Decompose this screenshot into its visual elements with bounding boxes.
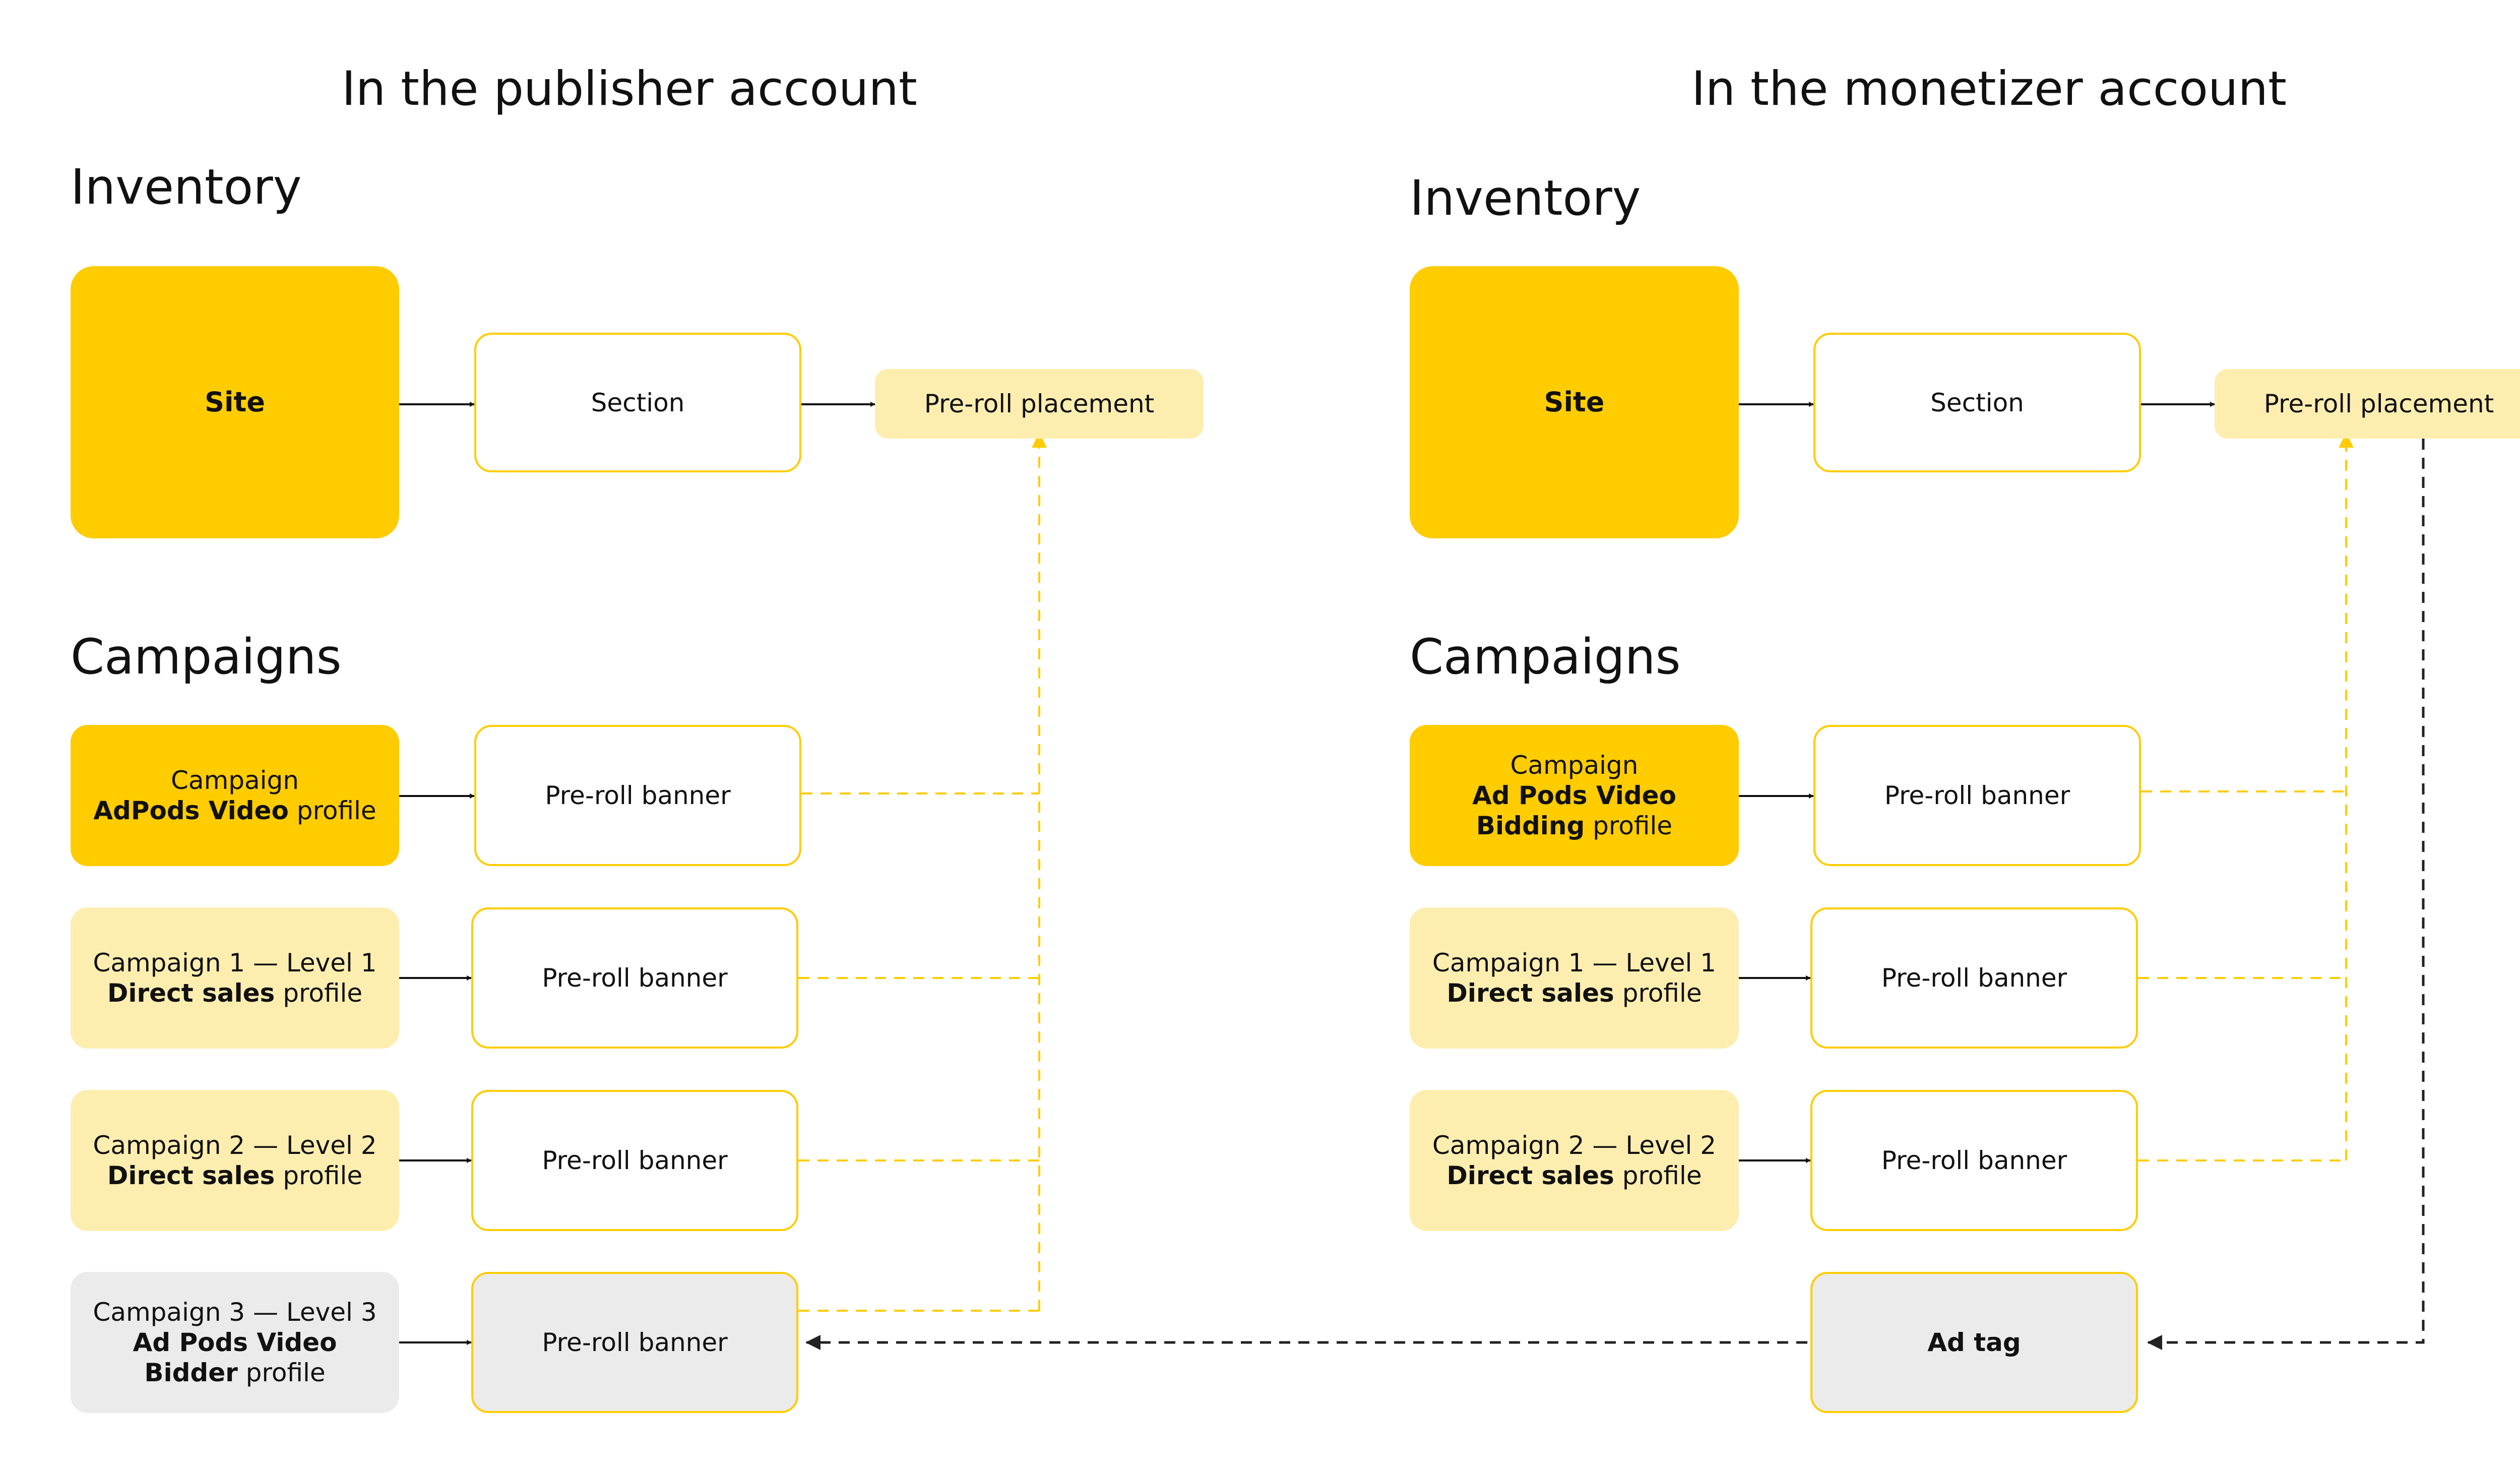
ad-tag-node: Ad tag	[1810, 1272, 2138, 1413]
campaign-node-right-0: Campaign Ad Pods Video Bidding profile	[1410, 725, 1739, 866]
banner-node-left-0: Pre-roll banner	[474, 725, 801, 866]
campaign-node-left-3: Campaign 3 — Level 3 Ad Pods Video Bidde…	[71, 1272, 399, 1413]
placement-node-left: Pre-roll placement	[875, 369, 1204, 439]
campaign-line: Campaign 3 — Level 3	[93, 1298, 377, 1327]
campaign-line: Direct sales profile	[1446, 978, 1702, 1008]
campaign-line: Campaign 1 — Level 1	[1432, 948, 1717, 977]
banner-node-left-2: Pre-roll banner	[471, 1090, 798, 1231]
banner-node-right-1: Pre-roll banner	[1810, 907, 2138, 1049]
dashed-links-right	[2138, 433, 2354, 1161]
campaigns-label-right: Campaigns	[1410, 629, 1681, 685]
banner-node-right-0: Pre-roll banner	[1813, 725, 2141, 866]
publisher-header: In the publisher account	[342, 62, 917, 116]
site-label: Site	[1544, 386, 1605, 418]
inventory-label-right: Inventory	[1410, 170, 1641, 226]
campaigns-label-left: Campaigns	[71, 629, 342, 685]
campaign-node-right-2: Campaign 2 — Level 2 Direct sales profil…	[1410, 1090, 1739, 1231]
banner-node-left-1: Pre-roll banner	[471, 907, 798, 1049]
campaign-node-left-2: Campaign 2 — Level 2 Direct sales profil…	[71, 1090, 399, 1231]
section-node-right: Section	[1813, 333, 2141, 472]
banner-label: Pre-roll banner	[545, 781, 731, 810]
banner-label: Pre-roll banner	[542, 1146, 728, 1175]
banner-label: Pre-roll banner	[542, 1328, 728, 1357]
campaign-line: Campaign 2 — Level 2	[93, 1131, 377, 1160]
ad-tag-label: Ad tag	[1927, 1328, 2021, 1357]
banner-label: Pre-roll banner	[1881, 1146, 2067, 1175]
placement-label: Pre-roll placement	[2263, 389, 2494, 418]
campaign-line: Bidding profile	[1476, 811, 1673, 840]
banner-node-left-3: Pre-roll banner	[471, 1272, 798, 1413]
section-label: Section	[1930, 388, 2024, 417]
campaign-line: Campaign	[1510, 751, 1639, 780]
section-node-left: Section	[474, 333, 801, 472]
inventory-label-left: Inventory	[71, 159, 302, 215]
placement-node-right: Pre-roll placement	[2215, 369, 2520, 439]
banner-label: Pre-roll banner	[1881, 963, 2067, 993]
campaign-line: AdPods Video profile	[93, 796, 376, 825]
dashed-links-adtag	[805, 439, 2425, 1350]
campaign-node-left-1: Campaign 1 — Level 1 Direct sales profil…	[71, 907, 399, 1049]
campaign-line: Direct sales profile	[107, 1161, 363, 1190]
campaign-line: Campaign	[171, 766, 299, 795]
campaign-line: Bidder profile	[144, 1358, 326, 1387]
campaign-node-left-0: Campaign AdPods Video profile	[71, 725, 399, 866]
banner-label: Pre-roll banner	[1884, 781, 2070, 810]
site-node-right: Site	[1410, 266, 1739, 538]
campaign-line: Direct sales profile	[1446, 1161, 1702, 1190]
dashed-links-left	[798, 433, 1047, 1312]
banner-node-right-2: Pre-roll banner	[1810, 1090, 2138, 1231]
campaign-line: Campaign 2 — Level 2	[1432, 1131, 1717, 1160]
campaign-node-right-1: Campaign 1 — Level 1 Direct sales profil…	[1410, 907, 1739, 1049]
section-label: Section	[591, 388, 685, 417]
banner-label: Pre-roll banner	[542, 963, 728, 993]
placement-label: Pre-roll placement	[924, 389, 1155, 418]
site-node-left: Site	[71, 266, 399, 538]
campaign-line: Ad Pods Video	[133, 1328, 337, 1357]
campaign-line: Direct sales profile	[107, 978, 363, 1008]
monetizer-header: In the monetizer account	[1691, 62, 2287, 116]
campaign-line: Campaign 1 — Level 1	[93, 948, 377, 977]
campaign-line: Ad Pods Video	[1472, 781, 1676, 810]
site-label: Site	[205, 386, 265, 418]
